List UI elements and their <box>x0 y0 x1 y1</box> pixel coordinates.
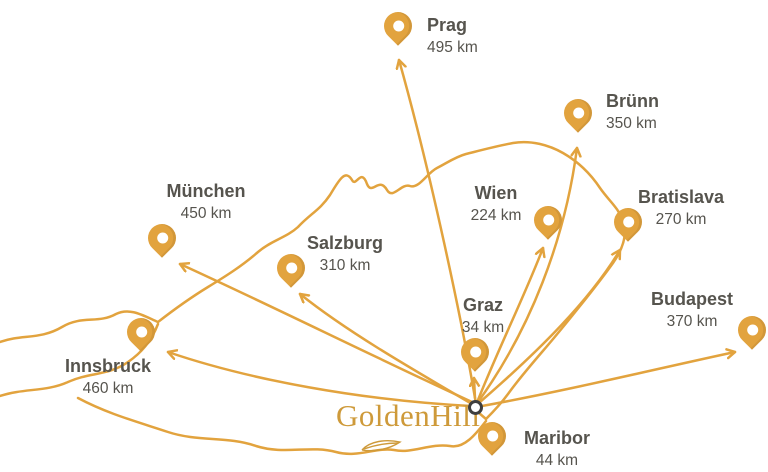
city-name: Salzburg <box>306 233 384 253</box>
route-arrow-maribor <box>477 411 488 421</box>
country-outline-south <box>76 396 488 456</box>
city-label-muenchen: München 450 km <box>167 180 246 224</box>
city-distance: 370 km <box>666 312 718 330</box>
city-distance: 44 km <box>535 451 579 469</box>
city-label-bratislava: Bratislava 270 km <box>638 186 724 230</box>
city-distance: 495 km <box>427 38 478 56</box>
city-label-innsbruck: Innsbruck 460 km <box>65 355 151 399</box>
route-arrow-prag <box>399 58 478 406</box>
city-label-graz: Graz 34 km <box>462 294 504 338</box>
city-label-prag: Prag 495 km <box>427 14 478 58</box>
route-arrow-budapest <box>480 352 737 408</box>
city-distance: 224 km <box>470 206 522 224</box>
city-name: Innsbruck <box>64 356 152 376</box>
route-arrow-bruenn <box>476 146 577 404</box>
city-distance: 270 km <box>655 210 707 228</box>
city-name: Wien <box>474 183 518 203</box>
city-name: Bratislava <box>637 187 725 207</box>
city-name: Prag <box>427 15 468 35</box>
city-label-bruenn: Brünn 350 km <box>606 90 659 134</box>
route-arrow-innsbruck <box>166 352 472 408</box>
city-label-maribor: Maribor 44 km <box>524 427 590 471</box>
leaf-icon <box>361 440 402 452</box>
city-name: Maribor <box>523 428 591 448</box>
city-distance: 34 km <box>461 318 505 336</box>
brand-logo: GoldenHill <box>336 398 481 433</box>
city-distance: 350 km <box>606 114 657 132</box>
city-label-budapest: Budapest 370 km <box>651 288 733 332</box>
city-name: Graz <box>462 295 504 315</box>
city-distance: 450 km <box>180 204 232 222</box>
city-name: München <box>166 181 246 201</box>
route-arrow-muenchen <box>178 264 474 404</box>
city-name: Budapest <box>650 289 734 309</box>
city-label-salzburg: Salzburg 310 km <box>307 232 383 276</box>
route-arrow-bratislava <box>478 248 622 404</box>
origin-marker <box>468 400 483 415</box>
route-arrow-graz <box>474 376 475 400</box>
city-distance: 460 km <box>82 379 134 397</box>
city-distance: 310 km <box>319 256 371 274</box>
route-arrow-wien <box>476 246 543 402</box>
city-label-wien: Wien 224 km <box>471 182 522 226</box>
route-arrow-salzburg <box>298 292 474 406</box>
city-name: Brünn <box>606 91 659 111</box>
